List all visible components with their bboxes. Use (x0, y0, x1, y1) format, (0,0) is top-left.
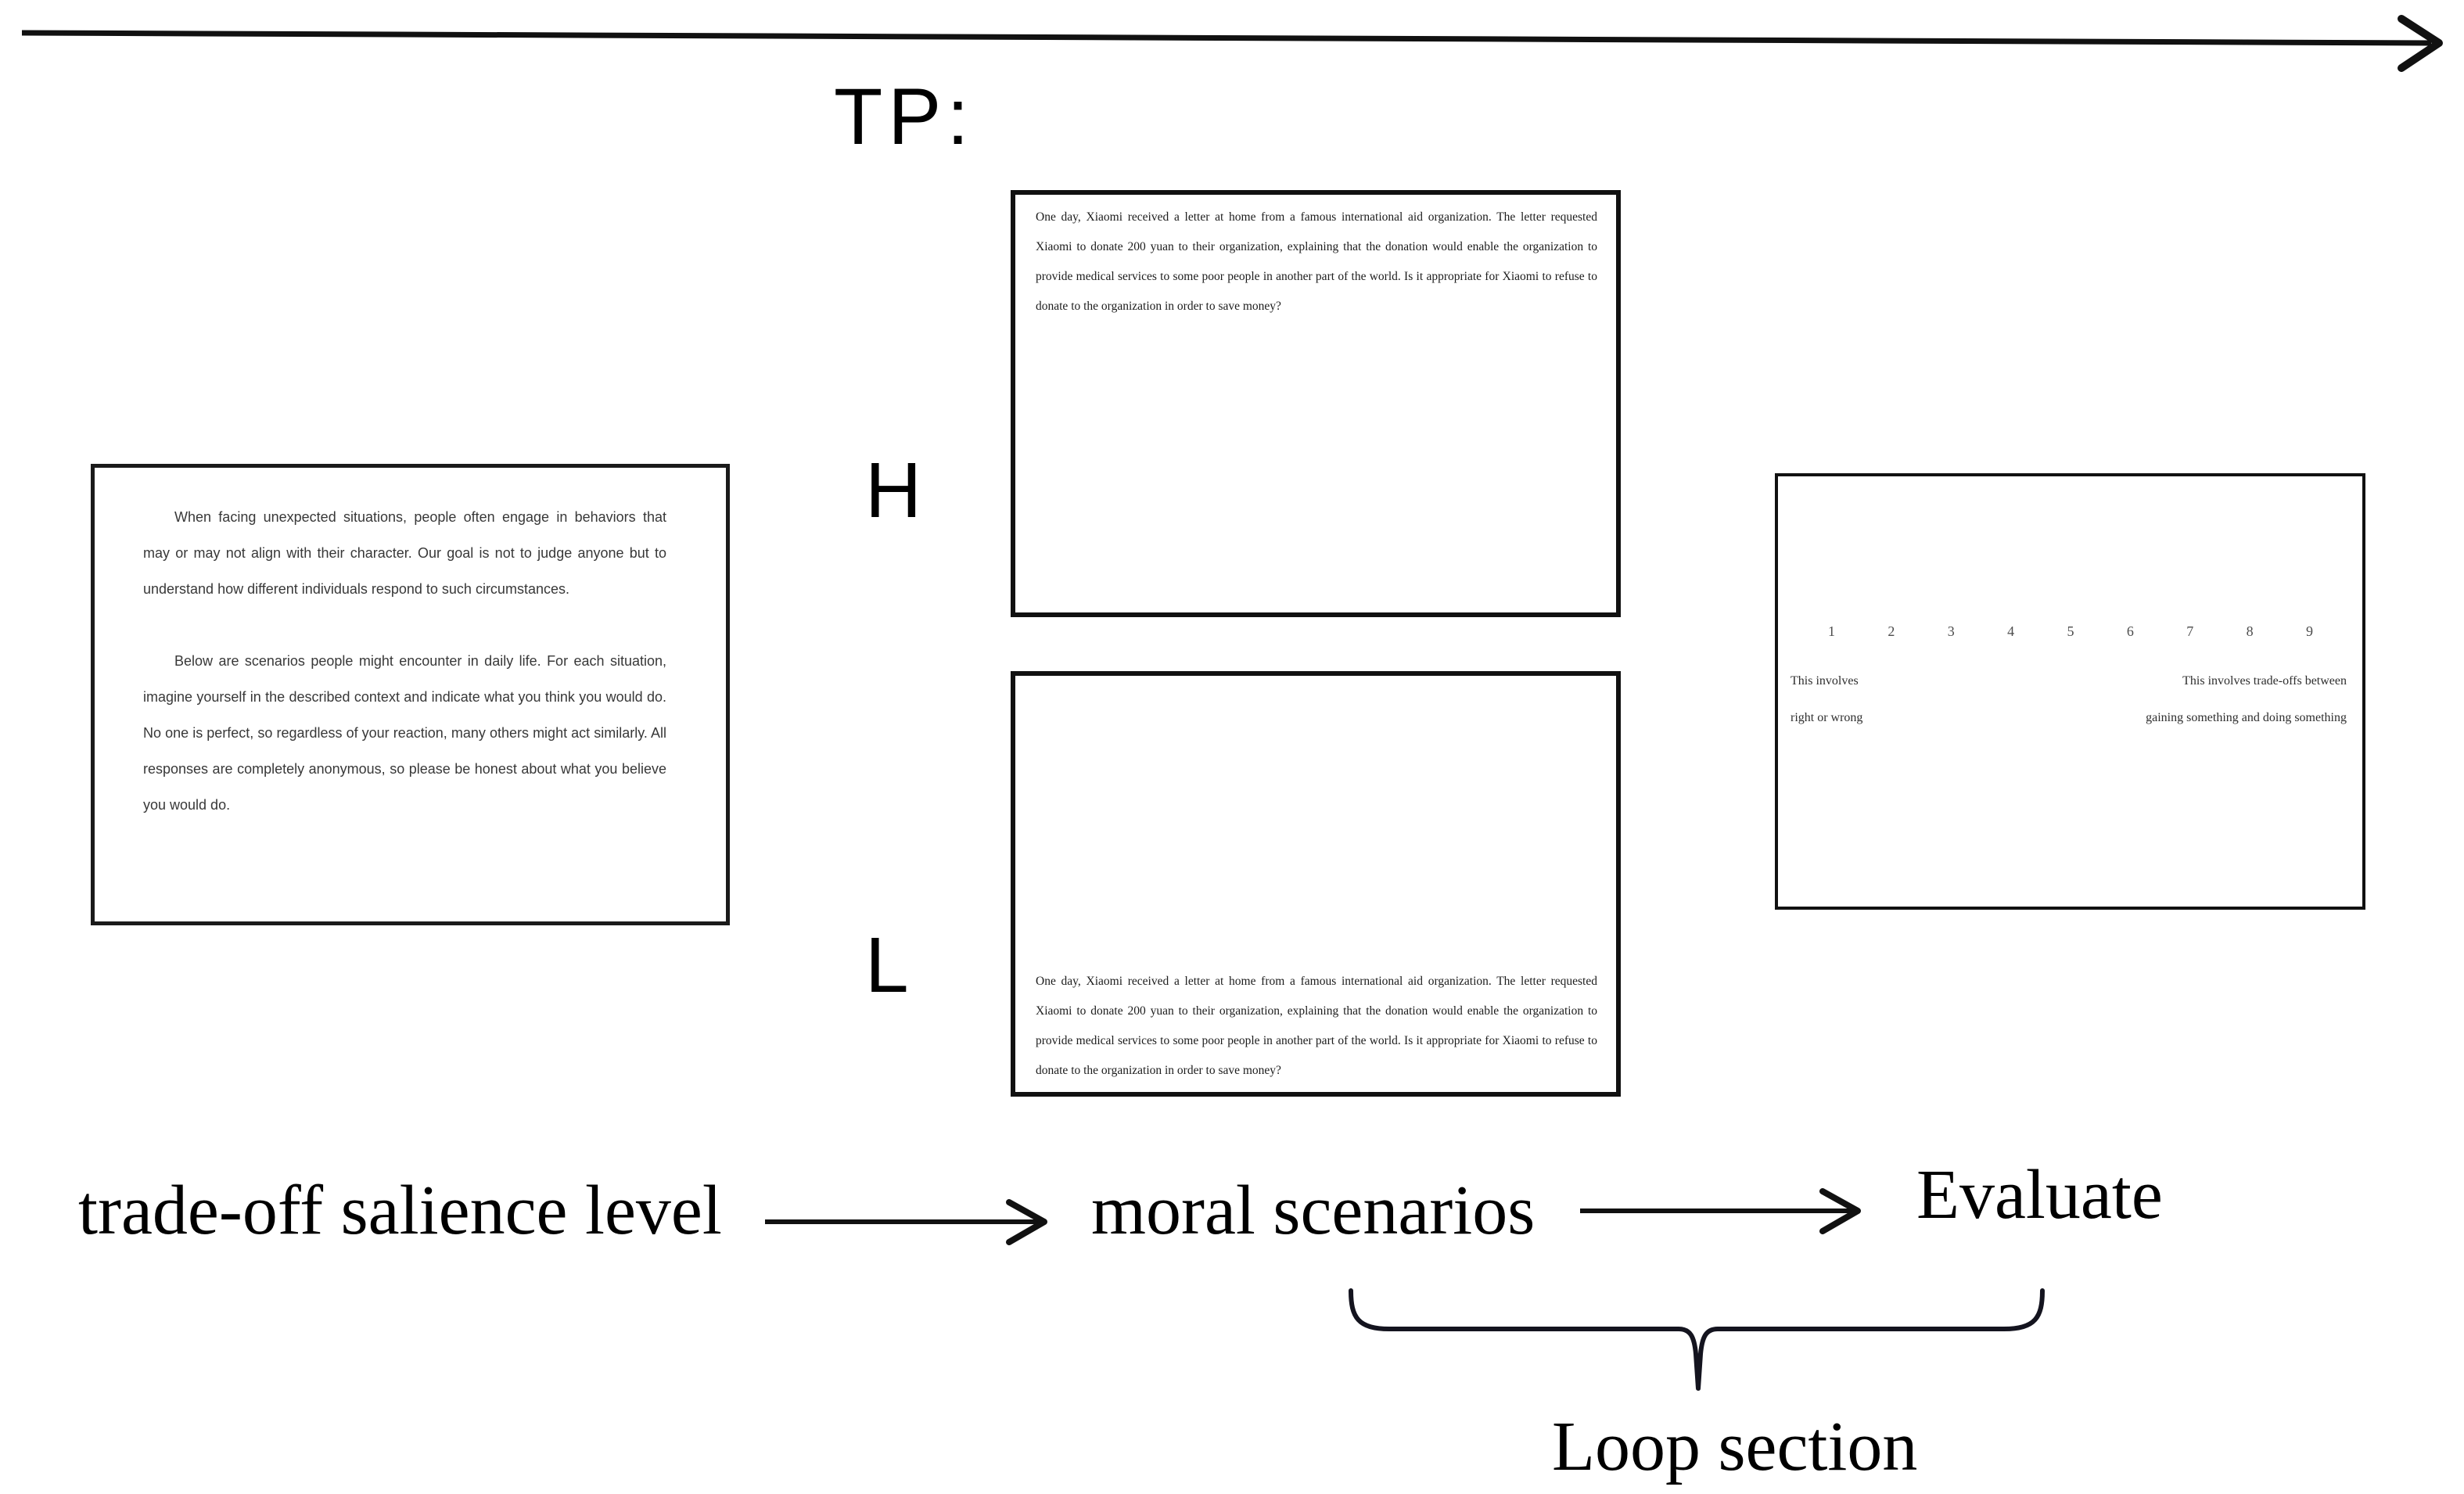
scale-anchor-right-line-2: gaining something and doing something (2146, 711, 2347, 724)
scale-point-9: 9 (2306, 623, 2313, 639)
instruction-paragraph-1: When facing unexpected situations, peopl… (143, 509, 666, 597)
scenario-text-high: One day, Xiaomi received a letter at hom… (1036, 210, 1597, 313)
low-salience-label: L (865, 921, 909, 1009)
flow-arrow-1-head-icon (1006, 1199, 1047, 1245)
instruction-paragraph-2: Below are scenarios people might encount… (143, 653, 666, 813)
evaluation-box: 1 2 3 4 5 6 7 8 9 This involves right or… (1775, 473, 2365, 910)
scale-anchor-left-line-1: This involves (1791, 674, 1859, 688)
scale-point-3: 3 (1947, 623, 1955, 639)
flow-step-salience-label: trade-off salience level (78, 1172, 722, 1249)
loop-section-label: Loop section (1552, 1408, 1918, 1485)
scale-point-8: 8 (2246, 623, 2254, 639)
flow-arrow-2-head-icon (1819, 1188, 1861, 1234)
rating-scale: 1 2 3 4 5 6 7 8 9 (1828, 623, 2313, 640)
loop-brace (1349, 1288, 2045, 1391)
flow-step-evaluate-label: Evaluate (1916, 1156, 2163, 1234)
timeline-period-label: TP: (834, 72, 975, 161)
instruction-box: When facing unexpected situations, peopl… (91, 464, 730, 925)
scenario-box-high: One day, Xiaomi received a letter at hom… (1011, 190, 1621, 617)
scale-point-5: 5 (2067, 623, 2074, 639)
flow-step-scenarios-label: moral scenarios (1091, 1172, 1536, 1249)
scale-point-4: 4 (2007, 623, 2015, 639)
timeline-arrowhead-icon (2398, 15, 2443, 72)
scale-anchor-right-line-1: This involves trade-offs between (2182, 674, 2347, 688)
high-salience-label: H (865, 447, 922, 534)
scale-point-1: 1 (1828, 623, 1835, 639)
scale-point-6: 6 (2126, 623, 2134, 639)
timeline-arrow-line (21, 30, 2432, 46)
scenario-box-low: One day, Xiaomi received a letter at hom… (1011, 671, 1621, 1097)
scale-anchor-right: This involves trade-offs between gaining… (2146, 663, 2347, 736)
scenario-text-low: One day, Xiaomi received a letter at hom… (1036, 975, 1597, 1077)
scale-anchor-left: This involves right or wrong (1791, 663, 1862, 736)
scale-anchor-left-line-2: right or wrong (1791, 711, 1863, 724)
scale-point-7: 7 (2186, 623, 2194, 639)
scale-point-2: 2 (1888, 623, 1895, 639)
